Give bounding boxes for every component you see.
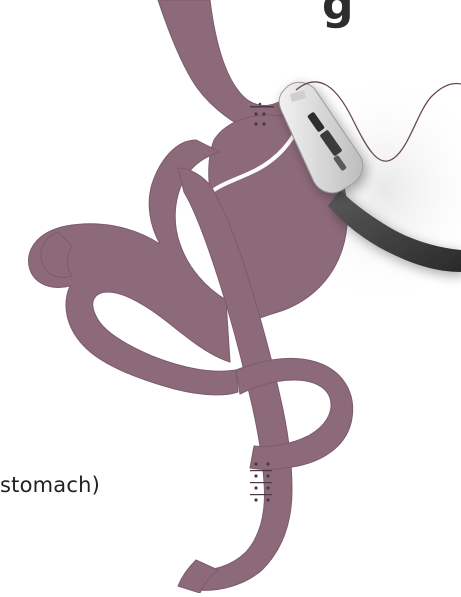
heading-fragment: g <box>322 0 355 30</box>
esophagus-tube <box>158 0 300 133</box>
caption-text: stomach) <box>0 473 100 497</box>
